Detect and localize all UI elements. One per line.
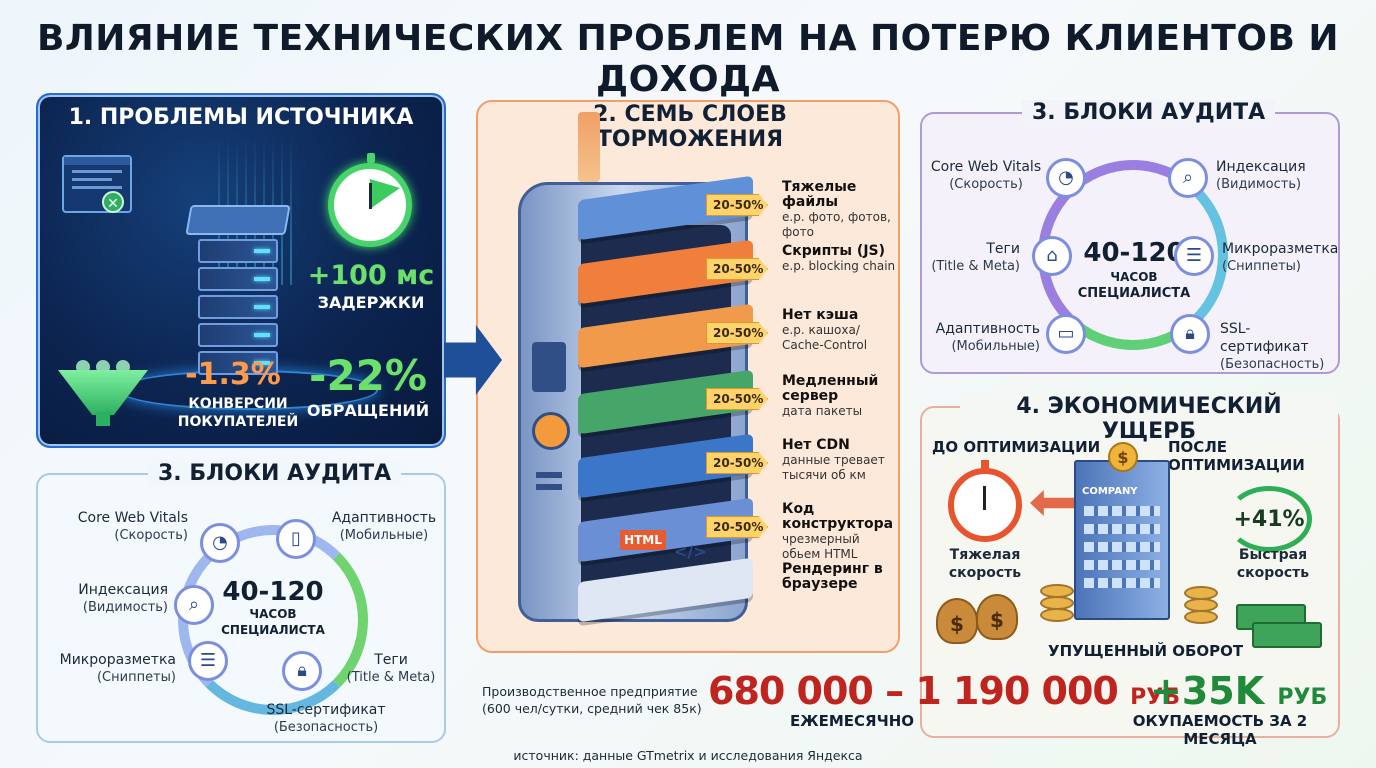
audit-item-adaptive: Адаптивность(Мобильные): [935, 321, 1040, 354]
page-title: ВЛИЯНИЕ ТЕХНИЧЕСКИХ ПРОБЛЕМ НА ПОТЕРЮ КЛ…: [36, 18, 1340, 100]
audit-item-tags: Теги(Title & Meta): [346, 652, 436, 685]
delay-value: +100 мс: [307, 260, 435, 291]
layer-percent-tag: 20-50%: [706, 452, 768, 474]
audit-item-ssl: SSL-сертификат(Безопасность): [1220, 321, 1325, 372]
arrow-left-icon: [1030, 490, 1076, 516]
audit-item-cwv: Core Web Vitals(Скорость): [77, 510, 188, 543]
panel-title: 2. СЕМЬ СЛОЕВ ТОРМОЖЕНИЯ: [593, 102, 787, 152]
lock-icon: 🔒︎: [282, 651, 322, 691]
html-badge: HTML: [620, 530, 666, 550]
search-icon: ⌕: [174, 585, 214, 625]
tower-side-panel: [532, 342, 572, 542]
lock-icon: 🔒︎: [1170, 314, 1210, 354]
panel-title: 3. БЛОКИ АУДИТА: [148, 461, 402, 486]
server-icon: [178, 205, 298, 395]
stopwatch-icon: [948, 460, 1022, 542]
code-icon: </>: [674, 542, 707, 561]
audit-item-markup: Микроразметка(Сниппеты): [59, 652, 176, 685]
audit-item-ssl: SSL-сертификат(Безопасность): [266, 702, 386, 735]
tag-icon: ⌂: [1032, 236, 1072, 276]
coin-icon: $: [1108, 442, 1138, 472]
coin-stack: [1184, 610, 1218, 624]
exhaust-pipe: [578, 112, 600, 182]
mobile-icon: ▯: [276, 519, 316, 559]
markup-icon: ☰: [188, 641, 228, 681]
hours-label: ЧАСОВ: [1110, 270, 1158, 284]
payback-label: ОКУПАЕМОСТЬ ЗА 2 МЕСЯЦА: [1132, 712, 1308, 748]
panel-source-problems: 1. ПРОБЛЕМЫ ИСТОЧНИКА ✕ +100 мс ЗАДЕРЖКИ…: [36, 93, 446, 448]
after-label: ПОСЛЕ ОПТИМИЗАЦИИ: [1168, 438, 1305, 474]
gauge-icon: ◔: [1046, 158, 1086, 198]
lost-turnover-label: УПУЩЕННЫЙ ОБОРОТ: [1048, 642, 1244, 660]
audit-item-markup: Микроразметка(Сниппеты): [1222, 241, 1339, 274]
source-note: источник: данные GTmetrix и исследования…: [513, 748, 863, 763]
hours-value: 40-120: [222, 577, 324, 607]
panel-seven-layers: 2. СЕМЬ СЛОЕВ ТОРМОЖЕНИЯ 20-50% Тяжелые ф…: [476, 100, 900, 653]
before-label: ДО ОПТИМИЗАЦИИ: [932, 438, 1101, 456]
conversion-value: -1.3%: [185, 357, 281, 392]
enterprise-description: Производственное предприятие(600 чел/сут…: [482, 684, 702, 716]
gauge-icon: ◔: [200, 523, 240, 563]
specialist-label: СПЕЦИАЛИСТА: [221, 623, 325, 637]
hours-value: 40-120: [1083, 238, 1185, 268]
close-icon: ✕: [102, 191, 124, 213]
panel-title: 3. БЛОКИ АУДИТА: [1022, 100, 1276, 125]
layer-percent-tag: 20-50%: [706, 194, 768, 216]
audit-item-tags: Теги(Title & Meta): [931, 241, 1020, 274]
panel-title: 4. ЭКОНОМИЧЕСКИЙ УЩЕРБ: [960, 394, 1338, 444]
audit-item-adaptive: Адаптивность(Мобильные): [331, 510, 437, 543]
layer-percent-tag: 20-50%: [706, 388, 768, 410]
layer-description: Рендеринг в браузере: [782, 561, 883, 592]
mobile-icon: ▭: [1046, 314, 1086, 354]
panel-audit-left: 3. БЛОКИ АУДИТА 40-120 ЧАСОВ СПЕЦИАЛИСТА…: [36, 461, 446, 743]
cash-stack-icon: [1252, 622, 1322, 648]
panel-audit-right: 3. БЛОКИ АУДИТА 40-120 ЧАСОВ СПЕЦИАЛИСТА…: [920, 100, 1340, 374]
loss-value: 680 000 – 1 190 000 РУБ: [708, 669, 1180, 713]
panel-title: 1. ПРОБЛЕМЫ ИСТОЧНИКА: [68, 105, 414, 130]
monthly-label: ЕЖЕМЕСЯЧНО: [790, 712, 915, 730]
coin-stack: [1040, 608, 1074, 622]
stopwatch-icon: [328, 153, 412, 247]
markup-icon: ☰: [1174, 236, 1214, 276]
layer-percent-tag: 20-50%: [706, 258, 768, 280]
specialist-label: СПЕЦИАЛИСТА: [1077, 286, 1191, 301]
requests-value: -22%: [309, 351, 427, 400]
requests-label: ОБРАЩЕНИЙ: [306, 401, 430, 420]
delay-label: ЗАДЕРЖКИ: [317, 293, 425, 312]
search-icon: ⌕: [1168, 158, 1208, 198]
panel-economic-damage: 4. ЭКОНОМИЧЕСКИЙ УЩЕРБ ДО ОПТИМИЗАЦИИ ПО…: [920, 394, 1340, 738]
growth-indicator: +41%: [1226, 486, 1312, 552]
audit-item-cwv: Core Web Vitals(Скорость): [930, 159, 1042, 192]
layer-percent-tag: 20-50%: [706, 516, 768, 538]
funnel-icon: [58, 360, 148, 430]
company-building-icon: COMPANY: [1074, 460, 1170, 620]
money-bag-icon: $: [976, 594, 1018, 640]
gain-value: +35K РУБ: [1150, 669, 1328, 713]
audit-item-indexing: Индексация(Видимость): [1216, 159, 1306, 192]
audit-item-indexing: Индексация(Видимость): [78, 582, 168, 615]
layer-description: Скрипты (JS)e.p. blocking chain: [782, 243, 896, 274]
money-bag-icon: $: [936, 598, 978, 644]
hours-label: ЧАСОВ: [249, 607, 297, 621]
layer-percent-tag: 20-50%: [706, 322, 768, 344]
